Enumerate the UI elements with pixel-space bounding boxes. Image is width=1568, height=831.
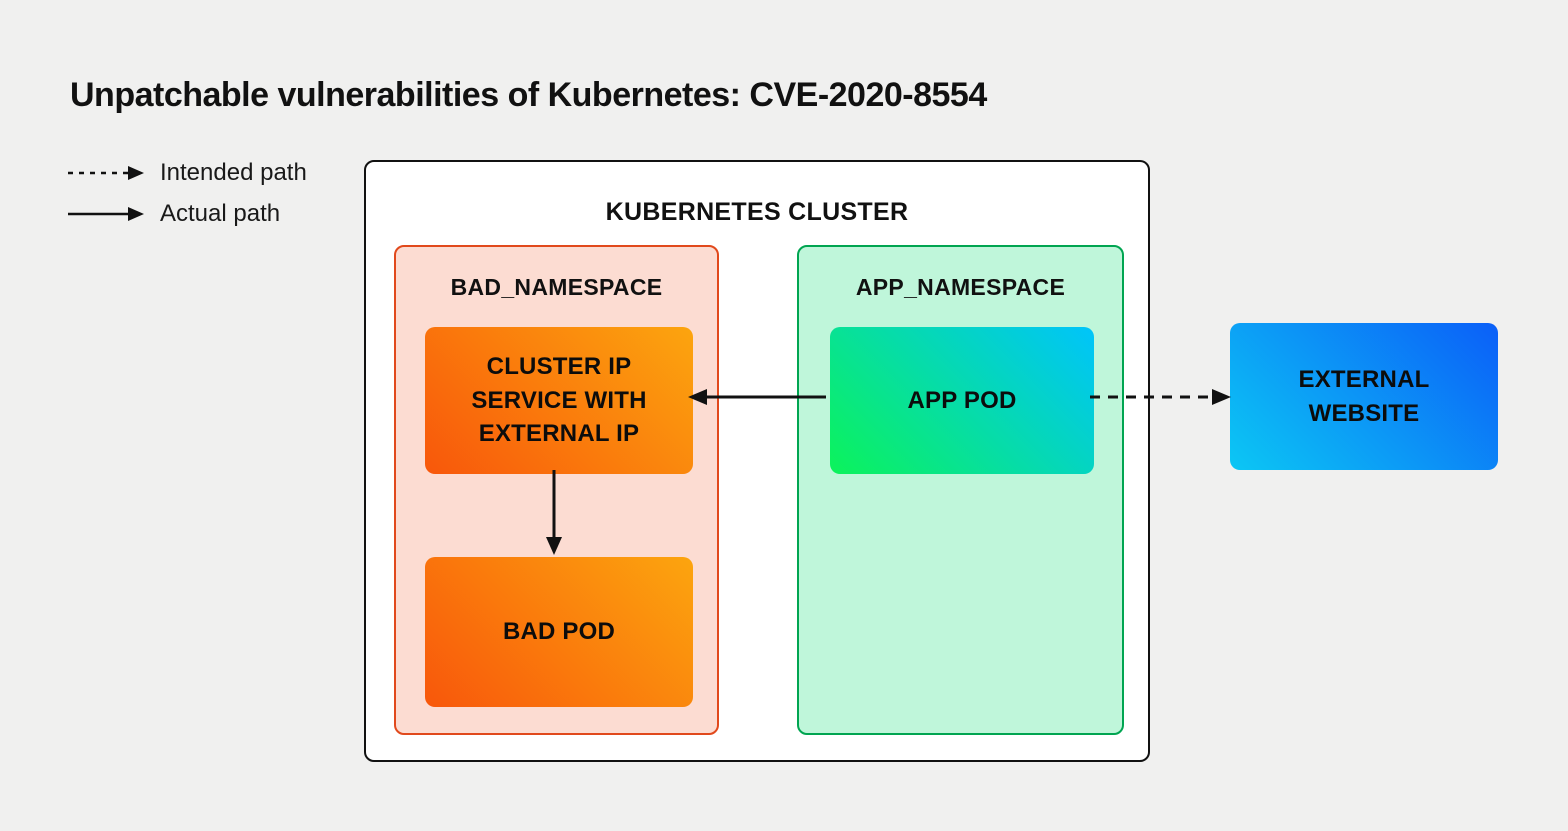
namespace-label-bad: BAD_NAMESPACE — [450, 274, 663, 300]
legend-item-intended-path: Intended path — [66, 152, 307, 193]
namespace-label-app: APP_NAMESPACE — [855, 274, 1066, 300]
legend-item-label: Actual path — [160, 199, 281, 227]
kubernetes-cluster-box: KUBERNETES CLUSTER BAD_NAMESPACE CLUSTER… — [364, 160, 1150, 762]
namespace-box-app-namespace: APP_NAMESPACE APP POD — [797, 245, 1124, 735]
node-label: BAD POD — [502, 618, 616, 646]
node-external-website: EXTERNAL WEBSITE — [1230, 323, 1498, 470]
solid-arrow-right-icon — [68, 206, 144, 221]
cluster-title: KUBERNETES CLUSTER — [605, 198, 909, 226]
node-label: APP POD — [907, 386, 1017, 414]
node-label: CLUSTER IP SERVICE WITH EXTERNAL IP — [471, 353, 647, 448]
dashed-arrow-right-icon — [68, 165, 144, 180]
node-bad-pod: BAD POD — [425, 557, 693, 707]
node-label: EXTERNAL WEBSITE — [1298, 365, 1430, 427]
node-cluster-ip-service: CLUSTER IP SERVICE WITH EXTERNAL IP — [425, 327, 693, 474]
page-title: Unpatchable vulnerabilities of Kubernete… — [70, 76, 987, 114]
legend-item-label: Intended path — [160, 158, 307, 186]
legend: Intended path Actual path — [66, 152, 307, 234]
node-app-pod: APP POD — [830, 327, 1094, 474]
namespace-box-bad-namespace: BAD_NAMESPACE CLUSTER IP SERVICE WITH EX… — [394, 245, 719, 735]
legend-item-actual-path: Actual path — [66, 193, 307, 234]
